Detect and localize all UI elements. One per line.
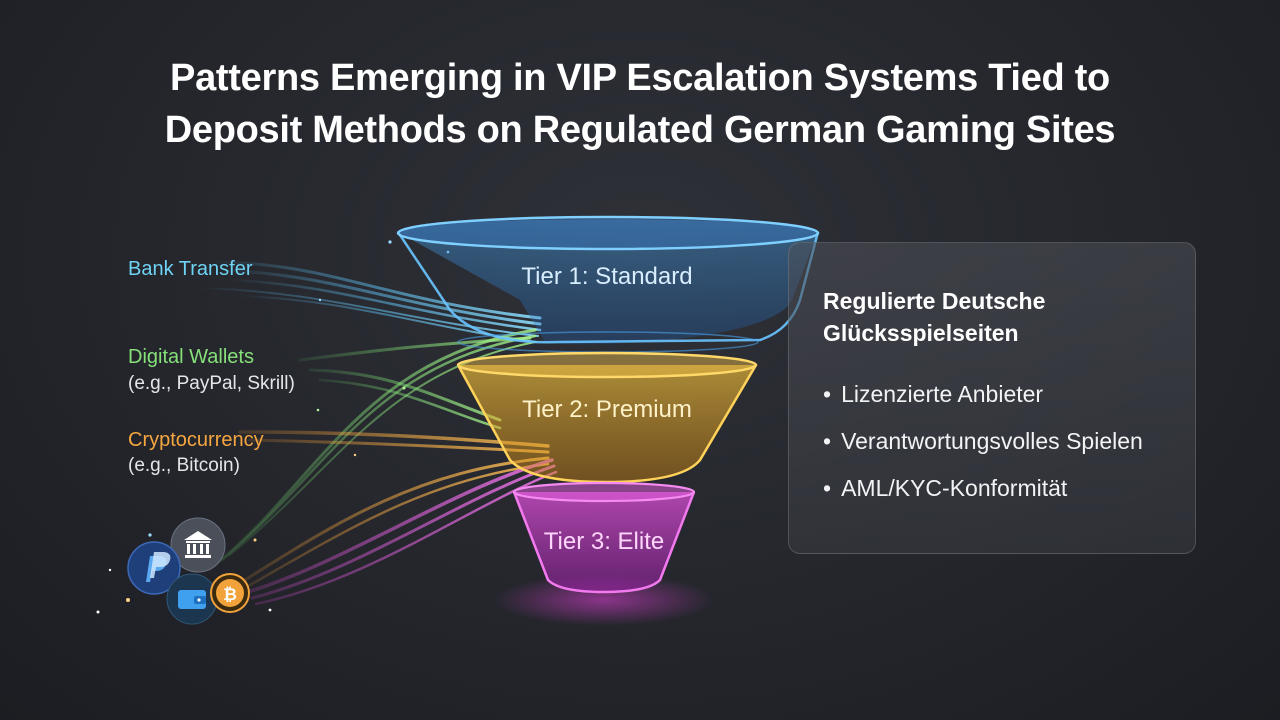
title-line-1: Patterns Emerging in VIP Escalation Syst…	[170, 57, 1110, 99]
tier-2-label: Tier 2: Premium	[522, 396, 692, 423]
info-panel: Regulierte Deutsche Glücksspielseiten Li…	[788, 242, 1196, 554]
panel-heading: Regulierte Deutsche Glücksspielseiten	[823, 288, 1046, 346]
flow-streams	[199, 260, 558, 606]
source-digital-wallets-label: Digital Wallets	[128, 346, 254, 368]
elite-stream	[246, 458, 558, 606]
source-digital-wallets: Digital Wallets	[128, 346, 254, 369]
tier-3-funnel	[494, 481, 714, 626]
paypal-icon	[127, 541, 181, 595]
tier-1-label: Tier 1: Standard	[521, 263, 693, 290]
tier-3-label: Tier 3: Elite	[543, 528, 665, 555]
source-digital-wallets-sub: (e.g., PayPal, Skrill)	[128, 373, 295, 394]
svg-text:₿: ₿	[223, 585, 237, 605]
tier-2-funnel	[456, 351, 758, 484]
crypto-stream	[238, 430, 550, 587]
source-bank-transfer-label: Bank Transfer	[128, 258, 253, 280]
panel-list: Lizenzierte Anbieter Verantwortungsvolle…	[823, 371, 1143, 512]
panel-item: AML/KYC-Konformität	[823, 465, 1143, 512]
panel-item: Verantwortungsvolles Spielen	[823, 418, 1143, 465]
source-cryptocurrency-sub: (e.g., Bitcoin)	[128, 455, 240, 476]
source-bank-transfer: Bank Transfer	[128, 258, 253, 281]
page-title: Patterns Emerging in VIP Escalation Syst…	[0, 52, 1280, 156]
source-cryptocurrency: Cryptocurrency	[128, 429, 264, 452]
deposit-icons: ₿	[127, 517, 250, 625]
wallet-icon	[166, 573, 218, 625]
source-cryptocurrency-label: Cryptocurrency	[128, 429, 264, 451]
bank-icon	[170, 517, 226, 573]
bank-stream	[199, 260, 542, 343]
bitcoin-icon: ₿	[210, 573, 250, 613]
title-line-2: Deposit Methods on Regulated German Gami…	[164, 109, 1116, 151]
panel-item: Lizenzierte Anbieter	[823, 371, 1143, 418]
